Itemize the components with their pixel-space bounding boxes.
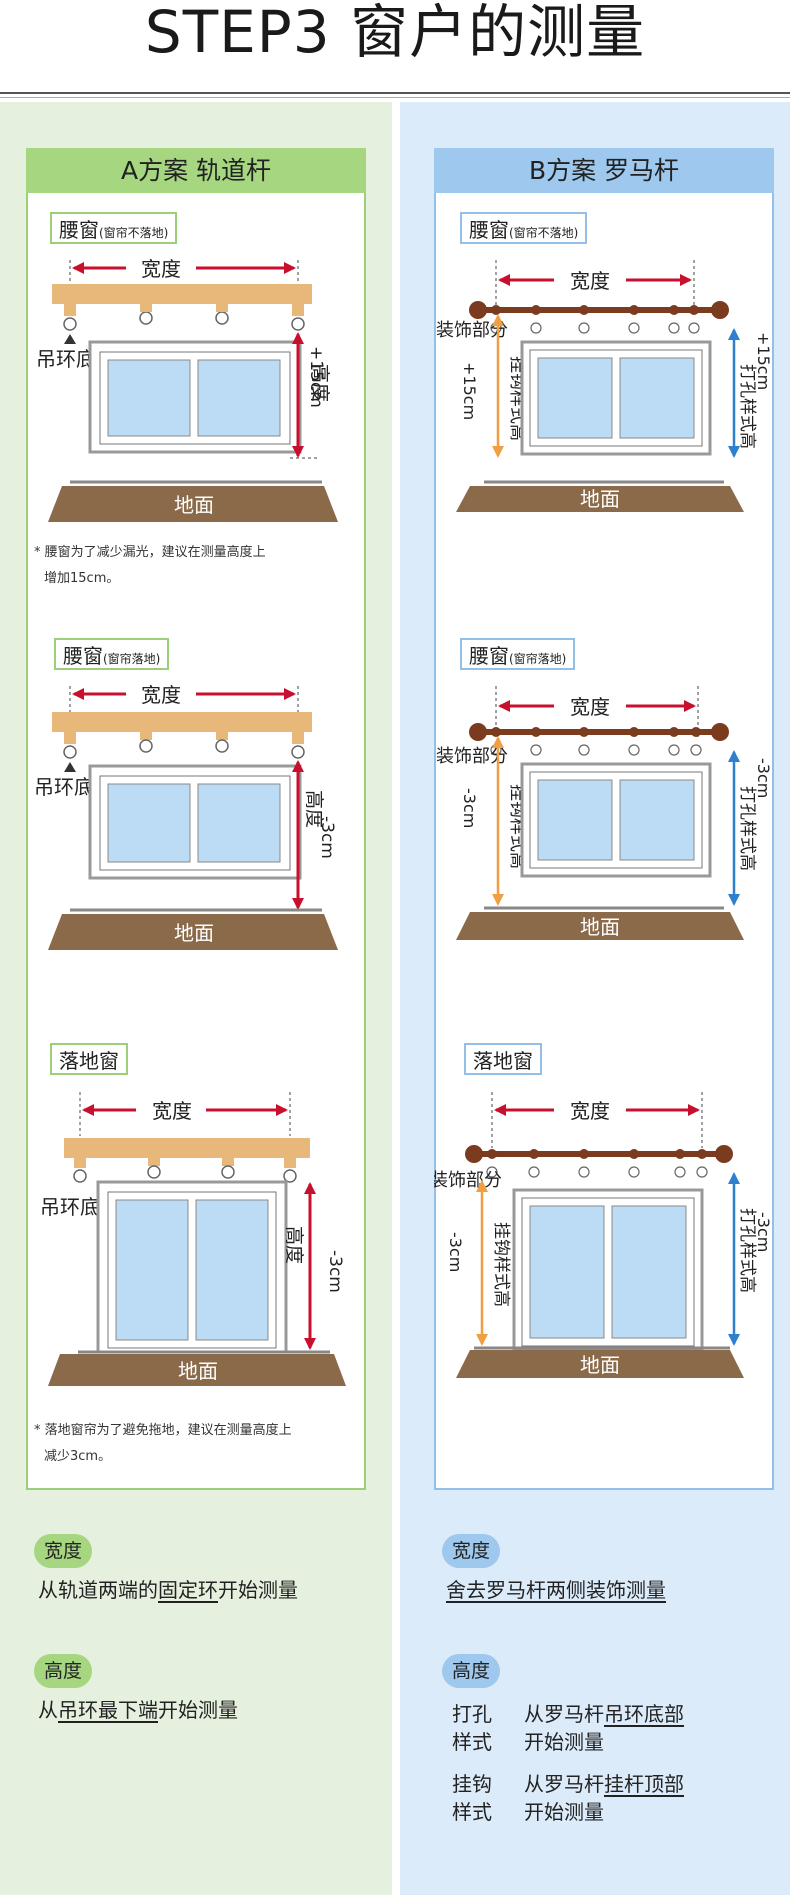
plan-b-tag-3: 落地窗 (464, 1043, 542, 1075)
punch-style-label: 打孔样式高 (737, 786, 757, 871)
plan-a-width-text: 从轨道两端的固定环开始测量 (38, 1578, 298, 1602)
plan-b-width-badge: 宽度 (442, 1534, 500, 1568)
plan-a-tag-2: 腰窗(窗帘落地) (54, 638, 170, 670)
plan-a-height-text: 从吊环最下端开始测量 (38, 1698, 238, 1722)
width-label: 宽度 (570, 269, 610, 293)
floor-label: 地面 (580, 1353, 620, 1377)
floor-label: 地面 (580, 915, 620, 939)
plan-b-header: B方案 罗马杆 (434, 148, 774, 193)
deco-label: 装饰部分 (436, 746, 508, 767)
plan-a-width-badge: 宽度 (34, 1534, 92, 1568)
deco-label: 装饰部分 (436, 320, 508, 341)
page-title: STEP3 窗户的测量 (144, 0, 646, 66)
width-label: 宽度 (570, 1099, 610, 1123)
plan-b-tag-1: 腰窗(窗帘不落地) (460, 212, 588, 244)
height-label: 高度 (309, 364, 331, 402)
plan-a-tag-3: 落地窗 (50, 1043, 128, 1075)
plan-a-diagram-2: 宽度 吊环底部 高度 -3cm 地面 (34, 683, 338, 950)
hook-style-text: 从罗马杆挂杆顶部开始测量 (524, 1772, 684, 1824)
plan-b-diagram-2: 宽度 装饰部分 挂钩样式高 -3cm 打孔样式高 -3cm 地面 (436, 686, 773, 940)
plan-b-height-badge: 高度 (442, 1654, 500, 1688)
width-label: 宽度 (152, 1099, 192, 1123)
punch-style-label: 打孔样式 (452, 1702, 492, 1754)
punch-adjust-label: -3cm (754, 758, 773, 798)
divider (0, 92, 790, 94)
width-label: 宽度 (141, 257, 181, 281)
deco-label: 装饰部分 (434, 1170, 502, 1191)
hook-style-label: 挂钩样式 (452, 1772, 492, 1824)
punch-style-label: 打孔样式高 (737, 364, 757, 449)
plan-a-diagram-1: 宽度 吊环底部 高度 +15cm 地面 (36, 257, 338, 522)
hook-style-label: 挂钩样式高 (491, 1222, 511, 1307)
plan-b-diagram-3: 宽度 装饰部分 挂钩样式高 -3cm 打孔样式高 -3cm 地面 (434, 1092, 773, 1378)
plan-a-note-1: * 腰窗为了减少漏光，建议在测量高度上增加15cm。 (34, 545, 266, 586)
plan-b-width-text: 舍去罗马杆两侧装饰测量 (446, 1578, 666, 1602)
plan-a-height-badge: 高度 (34, 1654, 92, 1688)
hook-adjust-label: -3cm (446, 1232, 465, 1272)
plan-b-diagram-1: 宽度 装饰部分 挂钩样式高 +15cm 打孔样式高 +15cm 地面 (436, 260, 773, 512)
divider (0, 97, 790, 98)
floor-label: 地面 (174, 493, 214, 517)
plan-a-note-2: * 落地窗帘为了避免拖地，建议在测量高度上减少3cm。 (34, 1423, 292, 1464)
adjust-label: -3cm (317, 816, 337, 859)
plan-a-header: A方案 轨道杆 (26, 148, 366, 193)
punch-adjust-label: +15cm (754, 332, 773, 390)
plan-b-tag-2: 腰窗(窗帘落地) (460, 638, 576, 670)
plan-a-tag-1: 腰窗(窗帘不落地) (50, 212, 178, 244)
punch-style-text: 从罗马杆吊环底部开始测量 (524, 1702, 684, 1754)
floor-label: 地面 (174, 921, 214, 945)
punch-adjust-label: -3cm (754, 1212, 773, 1252)
hook-adjust-label: +15cm (460, 362, 479, 420)
height-label: 高度 (303, 790, 325, 828)
width-label: 宽度 (141, 683, 181, 707)
punch-style-label: 打孔样式高 (737, 1208, 757, 1293)
adjust-label: +15cm (306, 346, 326, 408)
adjust-label: -3cm (325, 1250, 345, 1293)
floor-label: 地面 (580, 487, 620, 511)
floor-label: 地面 (178, 1359, 218, 1383)
plan-a-diagram-3: 宽度 吊环底部 高度 -3cm 地面 (40, 1092, 346, 1386)
height-label: 高度 (283, 1226, 305, 1264)
hook-adjust-label: -3cm (460, 788, 479, 828)
width-label: 宽度 (570, 695, 610, 719)
